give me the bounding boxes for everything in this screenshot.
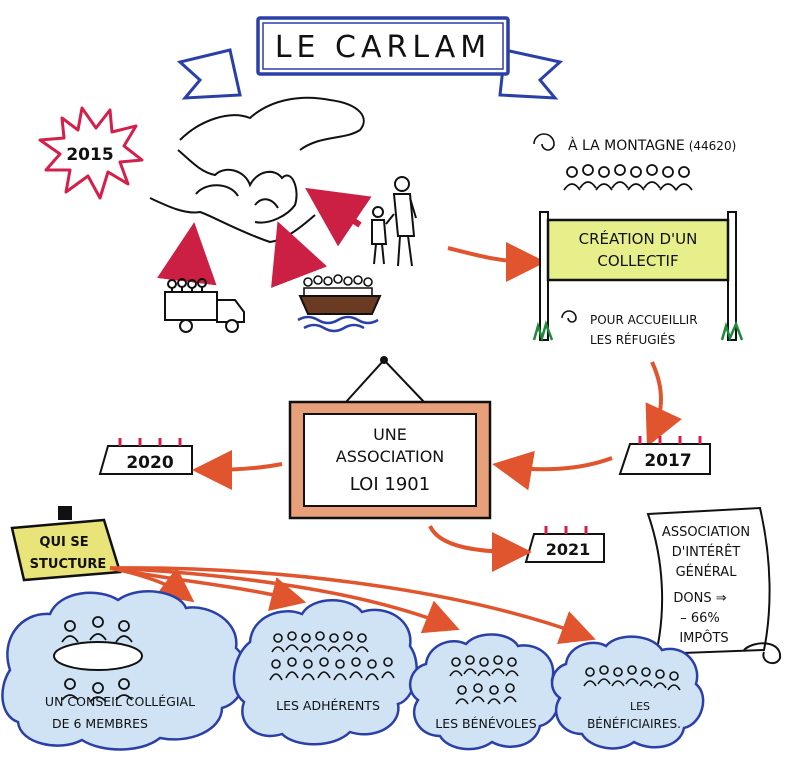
structure-arrows: [109, 566, 596, 644]
boat-icon: [297, 274, 382, 333]
year-2015-star: 2015: [38, 106, 144, 200]
conseil-line1: UN CONSEIL COLLÉGIAL: [45, 694, 195, 709]
year-2015-label: 2015: [66, 145, 113, 165]
adherents-label: LES ADHÉRENTS: [276, 698, 380, 713]
scroll-line6: IMPÔTS: [679, 630, 728, 646]
scroll-line2: D'INTÉRÊT: [672, 544, 741, 560]
crowd-icon: [563, 164, 693, 191]
scroll-line4: DONS ⇒: [673, 591, 726, 606]
cloud-benevoles: LES BÉNÉVOLES: [408, 633, 561, 751]
sign-line1: CRÉATION D'UN: [579, 229, 698, 248]
migration-arrows: [157, 187, 372, 288]
tag-line2: STUCTURE: [30, 557, 107, 572]
cloud-adherents: LES ADHÉRENTS: [232, 599, 418, 746]
title-banner: LE CARLAM: [176, 16, 564, 100]
scroll-note: ASSOCIATION D'INTÉRÊT GÉNÉRAL DONS ⇒ – 6…: [646, 506, 782, 665]
year-2020-label: 2020: [126, 453, 173, 473]
year-2017-calendar: 2017: [618, 436, 711, 475]
frame-line3: LOI 1901: [350, 474, 430, 495]
benevoles-label: LES BÉNÉVOLES: [435, 716, 537, 731]
scroll-line3: GÉNÉRAL: [676, 564, 738, 580]
cloud-beneficiaires: LES BÉNÉFICIAIRES.: [550, 635, 705, 750]
frame-line2: ASSOCIATION: [336, 447, 445, 466]
structure-tag: QUI SE STUCTURE: [10, 506, 122, 582]
arrow-to-collective: [447, 241, 546, 282]
collective-sign: CRÉATION D'UN COLLECTIF POUR ACCUEILLIR …: [532, 211, 744, 347]
tag-line1: QUI SE: [39, 535, 88, 550]
conseil-line2: DE 6 MEMBRES: [52, 716, 148, 731]
beneficiaires-line1: LES: [630, 700, 650, 713]
beneficiaires-line2: BÉNÉFICIAIRES.: [587, 716, 681, 731]
refugee-family-icon: [371, 176, 417, 267]
truck-icon: [164, 278, 245, 333]
europe-map-sketch: [149, 96, 365, 244]
scroll-line5: – 66%: [680, 611, 720, 626]
cloud-conseil: UN CONSEIL COLLÉGIAL DE 6 MEMBRES: [1, 590, 248, 751]
page-title: LE CARLAM: [275, 30, 491, 65]
mountain-location: À LA MONTAGNE(44620): [533, 133, 736, 191]
sign-line2: COLLECTIF: [597, 252, 678, 270]
frame-line1: UNE: [373, 425, 407, 444]
arrow-2017-to-frame: [492, 450, 613, 491]
association-frame: UNE ASSOCIATION LOI 1901: [288, 356, 492, 520]
year-2020-calendar: 2020: [98, 438, 193, 475]
sign-note-line2: LES RÉFUGIÉS: [590, 332, 675, 347]
year-2021-label: 2021: [546, 540, 591, 559]
scroll-line1: ASSOCIATION: [662, 525, 750, 540]
arrow-frame-to-2020: [192, 449, 283, 490]
year-2017-label: 2017: [644, 451, 691, 471]
arrow-sign-to-2017: [645, 361, 682, 447]
arrow-frame-to-2021: [428, 525, 532, 572]
year-2021-calendar: 2021: [524, 526, 605, 563]
mountain-label: À LA MONTAGNE(44620): [568, 137, 736, 154]
sign-note-line1: POUR ACCUEILLIR: [590, 313, 698, 327]
